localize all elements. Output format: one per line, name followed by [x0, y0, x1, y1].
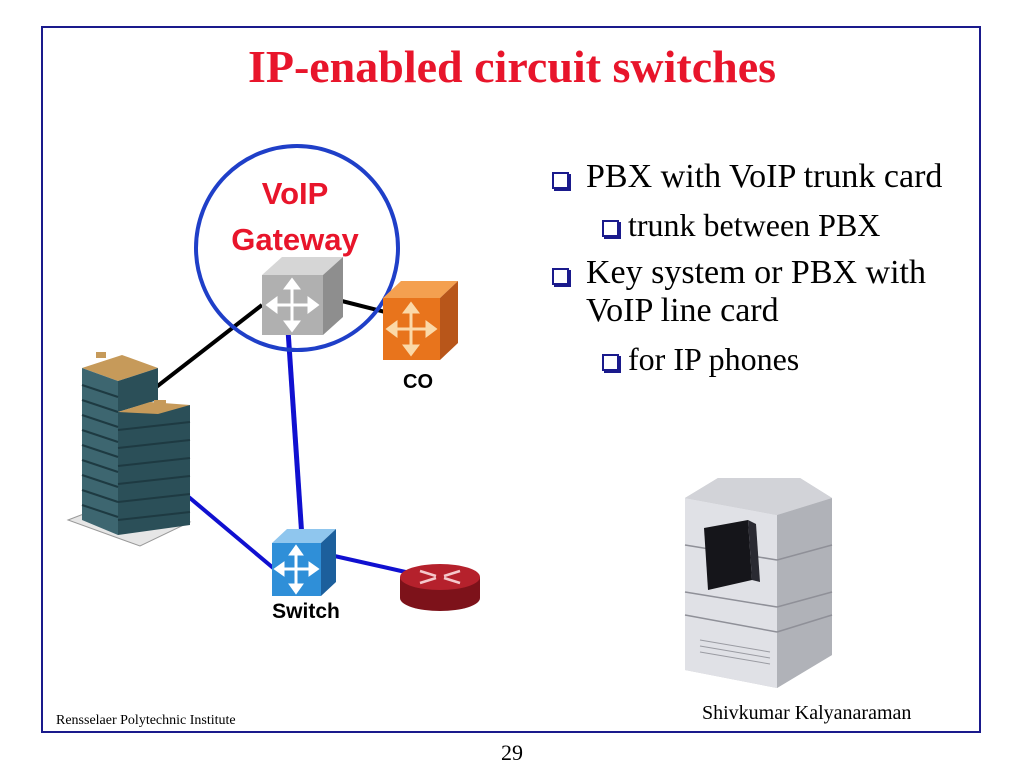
footer-institution: Rensselaer Polytechnic Institute: [56, 713, 236, 728]
link-building-pbx: [153, 303, 264, 390]
bullet-text: PBX with VoIP trunk card: [586, 158, 943, 195]
pbx-cabinet-photo: [684, 478, 833, 688]
co-switch-icon: [383, 281, 458, 360]
bullet-box-icon: [552, 268, 569, 285]
building-icon: [66, 352, 192, 547]
router-icon: [400, 564, 480, 611]
bullet-list: PBX with VoIP trunk card trunk between P…: [548, 158, 968, 388]
bullet-box-icon: [602, 220, 619, 237]
page-number: 29: [501, 740, 523, 765]
bullet-item: PBX with VoIP trunk card: [548, 158, 968, 196]
bullet-box-icon: [602, 354, 619, 371]
pbx-icon: [262, 257, 343, 335]
co-label: CO: [403, 371, 433, 393]
ethernet-switch-icon: [272, 529, 336, 596]
gateway-label-line1: VoIP: [262, 176, 329, 211]
footer-author: Shivkumar Kalyanaraman: [702, 702, 912, 724]
bullet-text: trunk between PBX: [628, 207, 881, 243]
gateway-circle: [194, 144, 400, 352]
link-pbx-switch: [285, 329, 305, 539]
bullet-box-icon: [552, 172, 569, 189]
bullet-text: Key system or PBX with VoIP line card: [586, 254, 926, 329]
bullet-item: for IP phones: [548, 340, 968, 378]
gateway-label-line2: Gateway: [231, 222, 359, 257]
slide-title: IP-enabled circuit switches: [247, 41, 777, 92]
bullet-item: Key system or PBX with VoIP line card: [548, 254, 968, 330]
bullet-text: for IP phones: [628, 341, 800, 377]
link-building-switch: [176, 486, 280, 574]
switch-label: Switch: [272, 600, 340, 623]
slide-frame: [41, 26, 981, 733]
link-switch-router: [329, 553, 411, 575]
bullet-item: trunk between PBX: [548, 206, 968, 244]
